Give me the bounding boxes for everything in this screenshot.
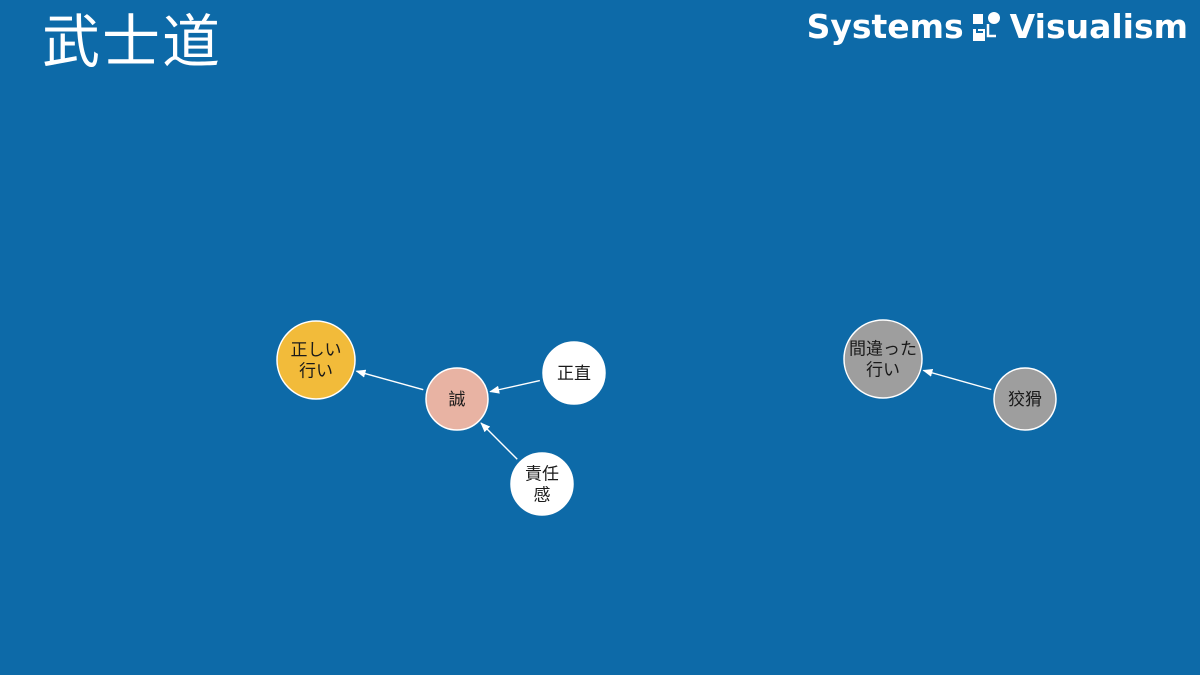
node-circle-sekinin[interactable]: [510, 452, 574, 516]
edge-shoujiki-to-makoto: [489, 379, 540, 394]
node-circle-tadashii[interactable]: [276, 320, 356, 400]
node-circle-machigatta[interactable]: [843, 319, 923, 399]
node-label-sekinin-1: 感: [534, 486, 551, 506]
brand-logo: Systems Visualism: [807, 6, 1188, 46]
edge-sekinin-to-makoto: [480, 422, 518, 460]
node-sekinin[interactable]: 責任感: [510, 452, 574, 516]
node-circle-makoto[interactable]: [425, 367, 489, 431]
node-label-tadashii-0: 正しい: [291, 341, 342, 361]
page-title: 武士道: [42, 8, 223, 76]
node-label-shoujiki-0: 正直: [557, 364, 591, 384]
edges-layer: [355, 368, 992, 460]
brand-left-text: Systems: [806, 6, 964, 46]
node-label-koukatsu-0: 狡猾: [1008, 390, 1042, 410]
edge-makoto-to-tadashii: [355, 369, 424, 391]
node-circle-shoujiki[interactable]: [542, 341, 606, 405]
systems-visualism-logo-icon: [972, 12, 1000, 41]
node-makoto[interactable]: 誠: [425, 367, 489, 431]
node-label-makoto-0: 誠: [449, 390, 466, 410]
brand-right-text: Visualism: [1009, 6, 1188, 46]
node-label-sekinin-0: 責任: [525, 465, 559, 485]
node-label-tadashii-1: 行い: [299, 362, 333, 382]
node-label-machigatta-0: 間違った: [849, 340, 917, 360]
edge-koukatsu-to-machigatta: [922, 368, 992, 391]
node-koukatsu[interactable]: 狡猾: [993, 367, 1057, 431]
node-shoujiki[interactable]: 正直: [542, 341, 606, 405]
node-label-machigatta-1: 行い: [866, 361, 900, 381]
node-circle-koukatsu[interactable]: [993, 367, 1057, 431]
